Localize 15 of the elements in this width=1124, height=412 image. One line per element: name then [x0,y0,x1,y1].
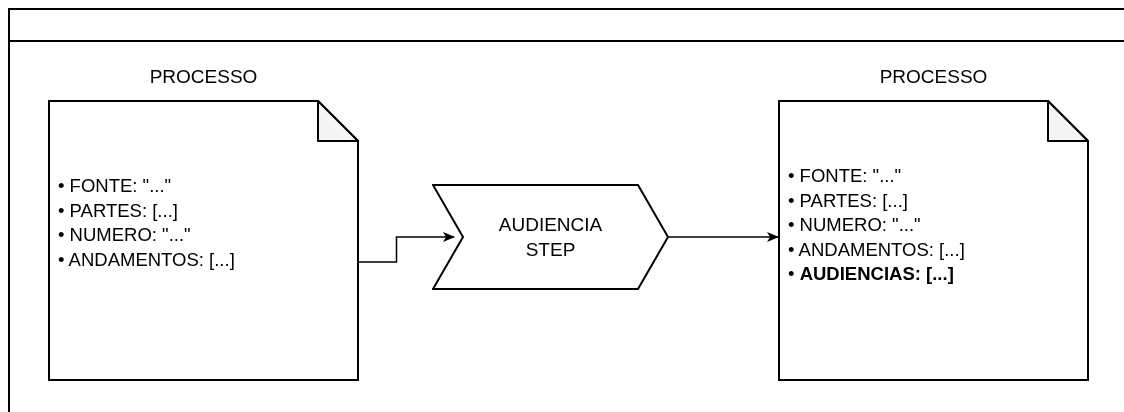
field-list-item: • AUDIENCIAS: [...] [788,262,955,286]
field-list-item: • NUMERO: "..." [788,213,922,237]
document-title: PROCESSO [148,66,259,88]
field-list-item: • PARTES: [...] [58,198,179,223]
field-list-item: • ANDAMENTOS: [...] [58,247,235,272]
field-list-item: • FONTE: "..." [788,164,903,188]
field-list-item: • NUMERO: "..." [58,223,192,247]
document-title: PROCESSO [878,66,989,88]
field-list-item: • ANDAMENTOS: [...] [788,237,965,262]
frame-container [8,8,1124,412]
field-list-item: • PARTES: [...] [788,188,909,213]
field-list-item: • FONTE: "..." [58,174,173,198]
arrow [668,232,779,242]
arrow [358,232,455,263]
step-label: AUDIENCIA STEP [497,213,604,262]
